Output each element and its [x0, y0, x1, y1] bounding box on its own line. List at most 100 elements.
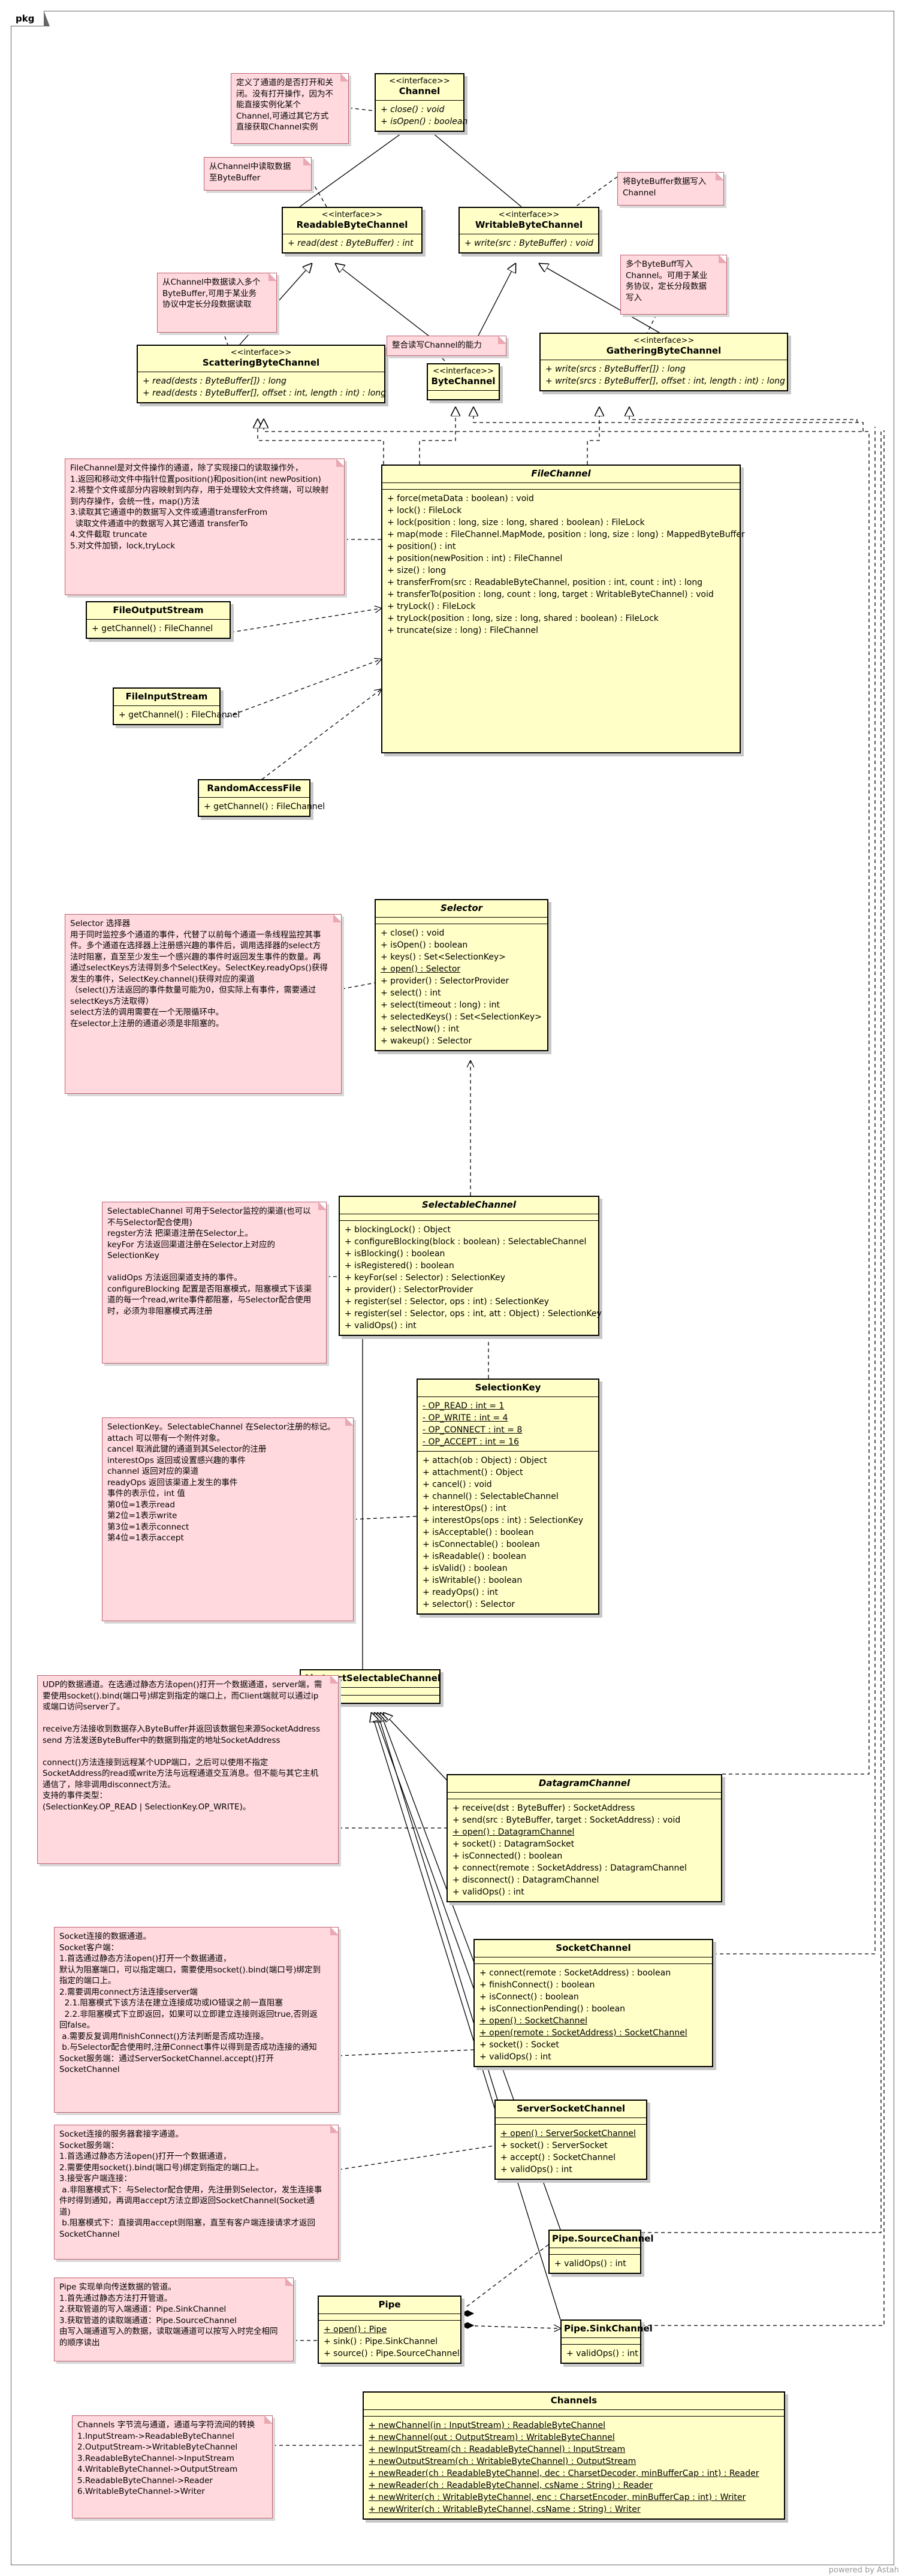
class-member: + open() : Pipe — [324, 2325, 387, 2334]
class-member: + write(srcs : ByteBuffer[], offset : in… — [545, 376, 785, 386]
class-member: + size() : long — [387, 566, 447, 575]
class-member: + getChannel() : FileChannel — [92, 624, 213, 634]
class-selector[interactable]: Selector + close() : void+ isOpen() : bo… — [375, 899, 548, 1051]
note-text: FileChannel是对文件操作的通道，除了实现接口的读取操作外， 1.返回和… — [70, 463, 329, 551]
class-pipe-source-channel[interactable]: Pipe.SourceChannel + validOps() : int — [548, 2230, 653, 2274]
note-text: 从Channel中数据读入多个ByteBuffer,可用于某业务协议中定长分段数… — [162, 277, 261, 309]
stereotype: <<interface>> — [433, 367, 494, 376]
attribute-compartment — [475, 1957, 712, 1964]
class-selectable-channel[interactable]: SelectableChannel + blockingLock() : Obj… — [339, 1196, 602, 1336]
edge-datagram-gathering — [629, 408, 858, 423]
class-member: + keys() : Set<SelectionKey> — [381, 952, 506, 962]
note-link-channel — [348, 107, 375, 111]
class-member: + open(remote : SocketAddress) : SocketC… — [479, 2028, 687, 2038]
class-member: + attachment() : Object — [423, 1468, 523, 1477]
class-member: + validOps() : int — [479, 2052, 551, 2062]
member-list: + write(srcs : ByteBuffer[]) : long+ wri… — [541, 360, 787, 390]
edge-datagram-abstractselectable — [384, 1713, 450, 1784]
class-member: + accept() : SocketChannel — [500, 2153, 616, 2162]
class-member: + keyFor(sel : Selector) : SelectionKey — [345, 1273, 505, 1283]
edge-writable-channel — [423, 125, 522, 207]
member-list: + force(metaData : boolean) : void+ lock… — [382, 490, 745, 640]
note-text: SelectableChannel 可用于Selector监控的渠道(也可以不与… — [107, 1206, 312, 1316]
class-member: + isReadable() : boolean — [423, 1552, 527, 1561]
class-selection-key[interactable]: SelectionKey - OP_READ : int = 1- OP_WRI… — [417, 1379, 599, 1615]
note-text: Channels 字节流与通道，通道与字符流间的转换 1.InputStream… — [77, 2420, 255, 2496]
class-writable-byte-channel[interactable]: <<interface>> WritableByteChannel + writ… — [458, 207, 599, 254]
class-channel[interactable]: <<interface>> Channel + close() : void+ … — [375, 73, 468, 132]
class-file-channel[interactable]: FileChannel + force(metaData : boolean) … — [381, 464, 745, 753]
note-text: Socket连接的服务器套接字通道。 Socket服务端： 1.首选通过静态方法… — [59, 2129, 322, 2239]
class-byte-channel[interactable]: <<interface>> ByteChannel — [427, 363, 500, 400]
class-member: + isOpen() : boolean — [381, 117, 468, 126]
edge-filechannel-gathering — [587, 408, 599, 464]
member-list: + getChannel() : FileChannel — [114, 706, 240, 724]
edge-fos-filechannel — [230, 608, 381, 633]
class-file-input-stream[interactable]: FileInputStream + getChannel() : FileCha… — [113, 687, 240, 725]
note-link-selector — [341, 982, 375, 990]
note-filechannel: FileChannel是对文件操作的通道，除了实现接口的读取操作外， 1.返回和… — [65, 459, 345, 595]
member-list: + read(dests : ByteBuffer[]) : long+ rea… — [138, 372, 386, 402]
class-datagram-channel[interactable]: DatagramChannel + receive(dst : ByteBuff… — [447, 1774, 722, 1902]
class-name: Channel — [399, 86, 441, 96]
class-channels[interactable]: Channels + newChannel(in : InputStream) … — [363, 2391, 785, 2520]
note-text: 从Channel中读取数据至ByteBuffer — [209, 162, 291, 183]
edge-socket-interfaces — [713, 427, 876, 1954]
class-member: + selectNow() : int — [381, 1024, 460, 1034]
class-name: Pipe.SinkChannel — [564, 2323, 653, 2334]
class-member: + readyOps() : int — [423, 1588, 498, 1597]
class-socket-channel[interactable]: SocketChannel + connect(remote : SocketA… — [473, 1939, 713, 2067]
class-member: + open() : SocketChannel — [479, 2016, 587, 2026]
class-member: + connect(remote : SocketAddress) : Data… — [452, 1863, 687, 1873]
class-random-access-file[interactable]: RandomAccessFile + getChannel() : FileCh… — [198, 779, 325, 817]
stereotype: <<interface>> — [389, 77, 450, 86]
class-member: + tryLock(position : long, size : long, … — [387, 614, 659, 623]
class-gathering-byte-channel[interactable]: <<interface>> GatheringByteChannel + wri… — [539, 333, 788, 391]
member-list: + newChannel(in : InputStream) : Readabl… — [364, 2417, 784, 2518]
class-member: + isConnectable() : boolean — [423, 1540, 540, 1549]
member-list: + getChannel() : FileChannel — [87, 620, 230, 638]
class-member: + register(sel : Selector, ops : int) : … — [345, 1297, 550, 1307]
class-member: + select(timeout : long) : int — [381, 1000, 500, 1010]
class-member: + socket() : Socket — [479, 2040, 559, 2050]
stereotype: <<interface>> — [633, 336, 695, 345]
stereotype: <<interface>> — [498, 210, 560, 219]
class-member: - OP_CONNECT : int = 8 — [423, 1425, 523, 1435]
class-member: + validOps() : int — [500, 2165, 572, 2174]
composition-diamond-sink — [460, 2322, 475, 2329]
note-text: 定义了通道的是否打开和关闭。没有打开操作，因为不能直接实例化某个Channel,… — [236, 78, 333, 132]
class-name: Selector — [440, 903, 483, 913]
package-label: pkg — [11, 11, 50, 26]
class-member: + tryLock() : FileLock — [387, 602, 476, 611]
class-readable-byte-channel[interactable]: <<interface>> ReadableByteChannel + read… — [282, 207, 423, 254]
note-serversocket: Socket连接的服务器套接字通道。 Socket服务端： 1.首选通过静态方法… — [54, 2125, 339, 2260]
edge-socket-abstractselectable — [381, 1713, 477, 1969]
class-scattering-byte-channel[interactable]: <<interface>> ScatteringByteChannel + re… — [137, 345, 386, 403]
class-member: + read(dest : ByteBuffer) : int — [288, 239, 414, 248]
class-pipe[interactable]: Pipe + open() : Pipe+ sink() : Pipe.Sink… — [318, 2296, 461, 2364]
member-list: + write(src : ByteBuffer) : void — [460, 234, 598, 252]
class-name: FileOutputStream — [113, 605, 204, 616]
edge-pipe-pipesink — [461, 2325, 560, 2328]
note-pipe: Pipe 实现单向传送数据的管道。 1.首先通过静态方法打开管道。 2.获取管道… — [54, 2278, 294, 2361]
class-file-output-stream[interactable]: FileOutputStream + getChannel() : FileCh… — [86, 601, 231, 639]
class-server-socket-channel[interactable]: ServerSocketChannel + open() : ServerSoc… — [494, 2100, 647, 2180]
class-name: ScatteringByteChannel — [202, 357, 320, 368]
attribute-compartment — [319, 2314, 460, 2321]
class-member: + transferFrom(src : ReadableByteChannel… — [387, 578, 703, 587]
member-list: + connect(remote : SocketAddress) : bool… — [475, 1964, 712, 2066]
member-list: + getChannel() : FileChannel — [199, 798, 325, 816]
class-name: FileInputStream — [125, 691, 208, 702]
note-text: 整合读写Channel的能力 — [392, 340, 482, 350]
class-name: WritableByteChannel — [475, 219, 583, 230]
note-text: 多个ByteBuff写入Channel。可用于某业务协议，定长分段数据写入 — [626, 260, 708, 303]
class-member: + socket() : DatagramSocket — [452, 1839, 575, 1849]
class-member: + wakeup() : Selector — [381, 1036, 472, 1046]
class-member: + newInputStream(ch : ReadableByteChanne… — [369, 2445, 626, 2454]
class-pipe-sink-channel[interactable]: Pipe.SinkChannel + validOps() : int — [560, 2319, 653, 2364]
class-member: + newChannel(in : InputStream) : Readabl… — [369, 2421, 606, 2430]
note-bytechannel: 整合读写Channel的能力 — [387, 336, 506, 356]
note-readable: 从Channel中读取数据至ByteBuffer — [204, 157, 312, 191]
class-name: ServerSocketChannel — [516, 2103, 626, 2114]
stereotype: <<interface>> — [321, 210, 383, 219]
